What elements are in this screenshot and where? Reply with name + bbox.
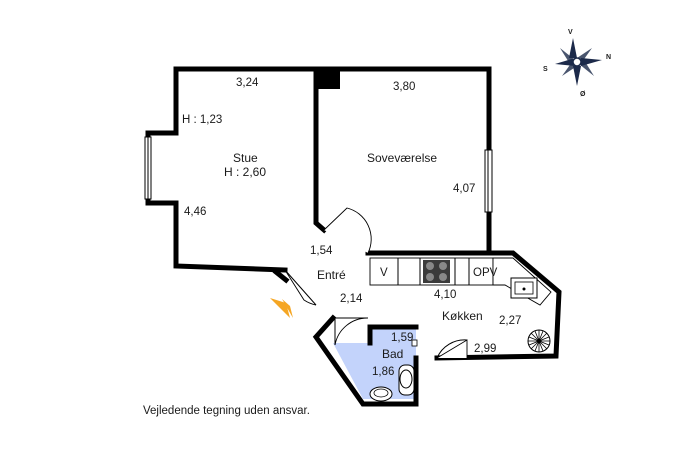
bathroom-fixtures	[369, 339, 418, 402]
compass-n: N	[606, 54, 611, 61]
room-stue: Stue	[233, 151, 258, 165]
label-dishwasher: OPV	[473, 267, 498, 279]
room-entre: Entré	[317, 268, 346, 282]
dim-bad-top: 1,59	[391, 332, 413, 344]
compass-rose-icon: V N S Ø	[543, 29, 611, 98]
bathroom-floor	[333, 327, 416, 399]
room-stue-height: H : 2,60	[224, 165, 266, 179]
disclaimer-text: Vejledende tegning uden ansvar.	[143, 405, 310, 417]
dim-entre-width: 1,54	[310, 245, 333, 257]
compass-v: V	[568, 29, 573, 36]
dim-stue-top: 3,24	[236, 77, 259, 89]
dim-sove-top: 3,80	[393, 81, 415, 93]
label-washing-machine: V	[380, 267, 388, 279]
dim-koekken-bottom: 2,99	[474, 343, 496, 355]
fan-icon	[527, 329, 551, 353]
dim-koekken-top: 4,10	[434, 289, 456, 301]
room-koekken: Køkken	[442, 309, 483, 323]
dim-stue-left: 4,46	[184, 206, 206, 218]
dim-sove-right: 4,07	[453, 183, 475, 195]
dim-entre-depth: 2,14	[340, 293, 363, 305]
doors	[284, 207, 468, 359]
room-bad: Bad	[382, 347, 403, 361]
kitchen-counter	[369, 257, 552, 306]
entrance-arrow-icon	[270, 298, 290, 318]
compass-o: Ø	[580, 91, 586, 98]
walls	[145, 66, 562, 407]
toilet-icon	[399, 369, 413, 389]
dim-koekken-right: 2,27	[499, 315, 521, 327]
dim-bad-left: 1,86	[372, 366, 394, 378]
compass-s: S	[543, 66, 548, 73]
dim-bay-height: H : 1,23	[182, 114, 222, 126]
room-sovevaerelse: Soveværelse	[367, 151, 437, 165]
